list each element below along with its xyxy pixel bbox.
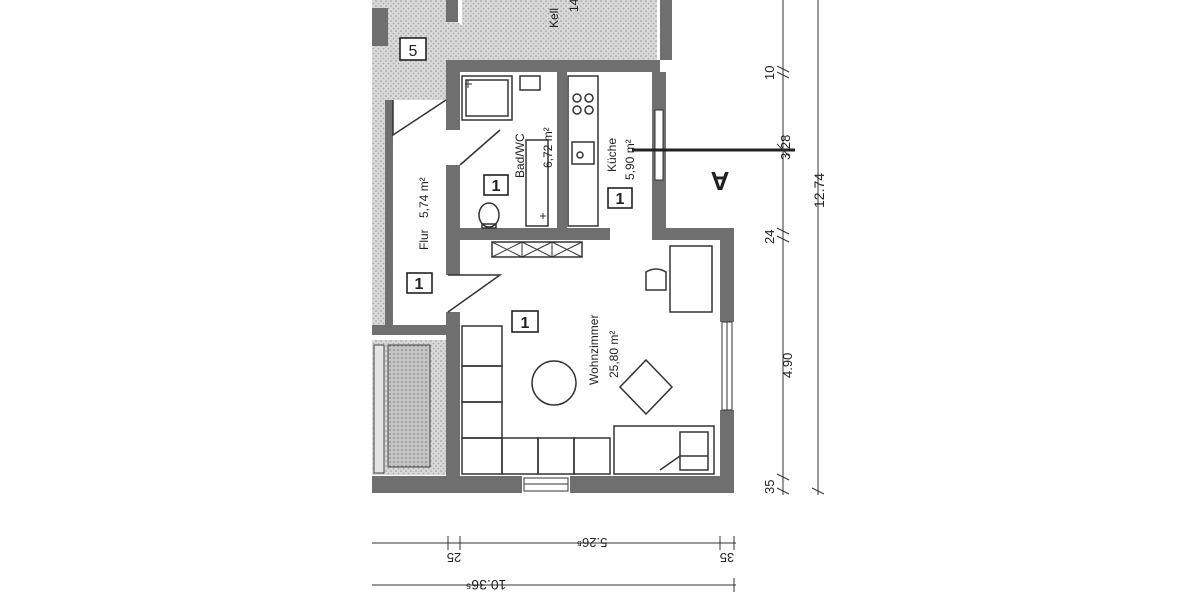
wohnzimmer-unit-number: 1	[521, 315, 530, 332]
unit-markers: 5 1 1 1 1	[399, 37, 633, 333]
section-line: A	[632, 148, 795, 196]
wohnzimmer-area: 25,80 m²	[607, 331, 621, 378]
room-labels: Kell 14 Bad/WC 6,72 m² Küche 5,90 m² Flu…	[417, 0, 637, 385]
dim-bottom-3: 35	[720, 550, 734, 565]
wohnzimmer-name: Wohnzimmer	[587, 315, 601, 385]
right-dimension-chain: 10 3.28 24 4.90 35 12.74	[762, 0, 827, 495]
dim-bottom-2: 5.26⁵	[577, 535, 608, 550]
bad-name: Bad/WC	[513, 133, 527, 178]
dim-bottom-1: 25	[447, 550, 461, 565]
living-room-furniture	[461, 245, 715, 475]
dim-right-4: 4.90	[780, 353, 795, 378]
kitchen-fixtures	[567, 75, 599, 227]
walls	[372, 0, 734, 493]
bottom-dimension-chain: 25 5.26⁵ 35 10.36⁵	[372, 535, 736, 593]
keller-area	[462, 0, 657, 60]
windows	[523, 109, 733, 492]
stairwell-area	[372, 0, 500, 475]
kueche-unit-number: 1	[616, 191, 625, 208]
keller-area: 14	[567, 0, 581, 12]
dim-bottom-total: 10.36⁵	[466, 577, 507, 593]
keller-name: Kell	[547, 8, 561, 28]
kueche-name: Küche	[605, 138, 619, 172]
keller-unit-number: 5	[409, 43, 418, 60]
dim-right-1: 10	[762, 66, 777, 80]
flur-area: 5,74 m²	[417, 177, 431, 218]
section-marker-label: A	[710, 166, 729, 196]
dim-right-5: 35	[762, 480, 777, 494]
flur-unit-number: 1	[415, 276, 424, 293]
bad-area: 6,72 m²	[541, 127, 555, 168]
dim-right-2: 3.28	[778, 135, 793, 160]
door-swings	[392, 99, 503, 313]
dim-right-3: 24	[762, 230, 777, 244]
vent-shafts	[491, 241, 583, 258]
flur-name: Flur	[417, 229, 431, 250]
kueche-area: 5,90 m²	[623, 139, 637, 180]
bathroom-fixtures	[461, 75, 549, 229]
dim-right-total: 12.74	[811, 173, 827, 208]
bad-unit-number: 1	[492, 178, 501, 195]
